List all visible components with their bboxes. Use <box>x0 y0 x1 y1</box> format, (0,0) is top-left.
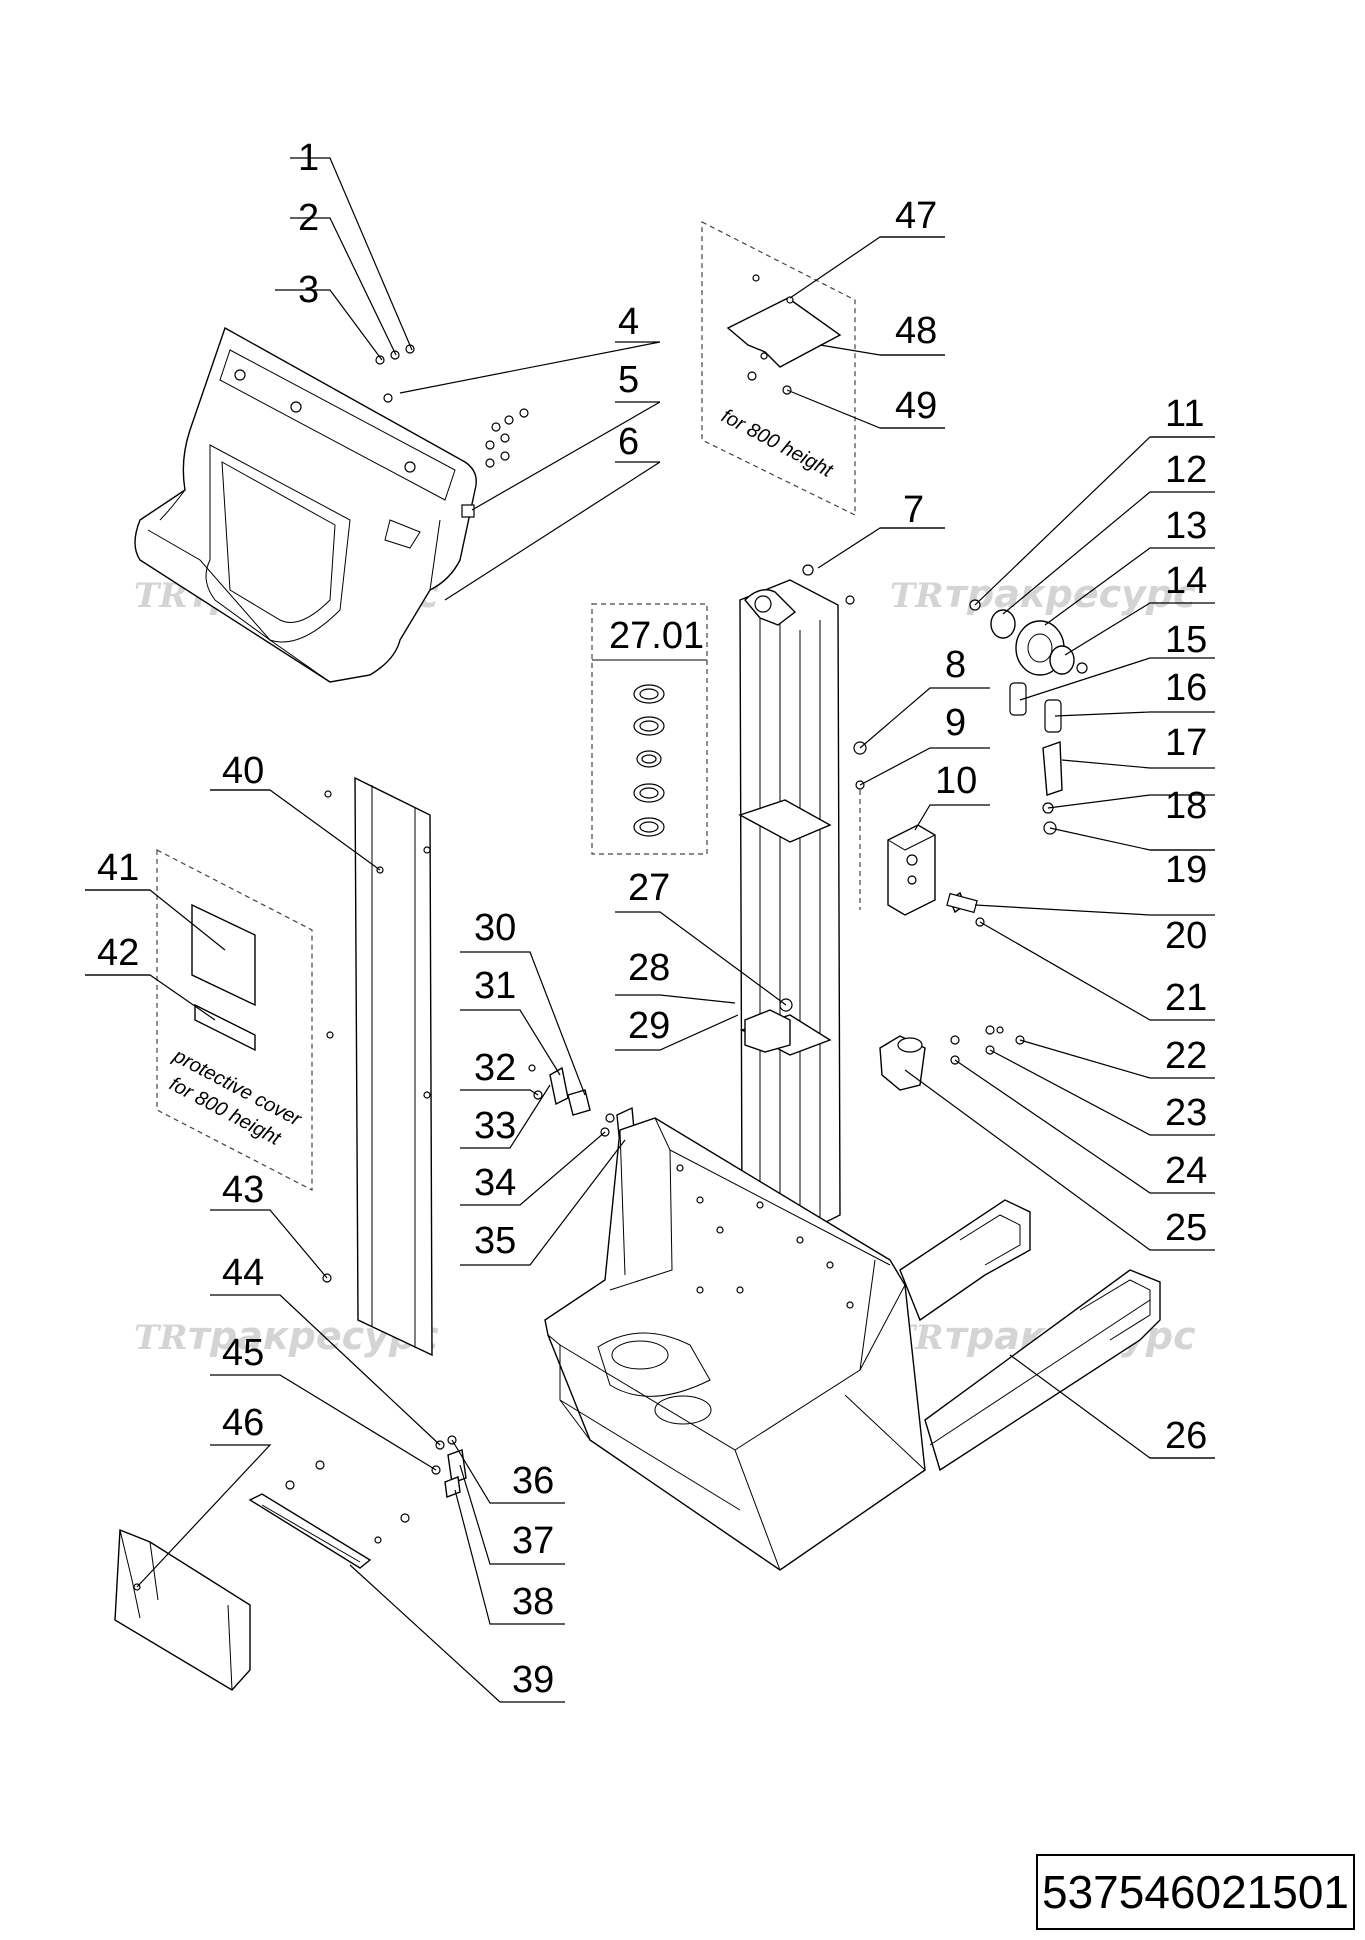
callout-4: 4 <box>618 301 639 343</box>
bolt-7 <box>802 564 814 576</box>
callout-42: 42 <box>97 932 139 974</box>
part-number-box: 537546021501 <box>1036 1854 1355 1930</box>
screw-40a <box>324 790 332 798</box>
callout-19: 19 <box>1165 849 1207 891</box>
callout-15: 15 <box>1165 619 1207 661</box>
svg-text:TR: TR <box>890 576 944 616</box>
callout-49: 49 <box>895 385 937 427</box>
callout-10: 10 <box>935 760 977 802</box>
bolt-7b <box>845 595 855 605</box>
top-cover-part <box>134 326 477 683</box>
leader-lines <box>85 157 1215 1703</box>
foot-cover-46 <box>114 1528 251 1691</box>
callout-3: 3 <box>298 269 319 311</box>
pulley-assembly <box>969 599 1088 835</box>
callout-39: 39 <box>512 1659 554 1701</box>
callout-47: 47 <box>895 195 937 237</box>
callout-32: 32 <box>474 1047 516 1089</box>
callout-41: 41 <box>97 847 139 889</box>
callout-44: 44 <box>222 1252 264 1294</box>
svg-text:тракресурс: тракресурс <box>945 572 1196 616</box>
callout-26: 26 <box>1165 1415 1207 1457</box>
svg-text:TR: TR <box>134 1318 188 1358</box>
callout-31: 31 <box>474 965 516 1007</box>
callout-12: 12 <box>1165 449 1207 491</box>
callout-2: 2 <box>298 197 319 239</box>
callout-14: 14 <box>1165 560 1207 602</box>
callout-35: 35 <box>474 1220 516 1262</box>
kit-label: 27.01 <box>609 615 704 657</box>
callout-24: 24 <box>1165 1150 1207 1192</box>
callout-40: 40 <box>222 750 264 792</box>
top-inset-frame: for 800 height <box>701 221 856 516</box>
callout-34: 34 <box>474 1162 516 1204</box>
callout-11: 11 <box>1165 393 1204 435</box>
left-inset-frame: protective cover for 800 height <box>156 849 313 1191</box>
callout-36: 36 <box>512 1460 554 1502</box>
mast-part <box>738 579 841 1241</box>
mount-25 <box>879 1025 1025 1091</box>
bottom-parts <box>248 1435 467 1569</box>
callout-38: 38 <box>512 1581 554 1623</box>
callout-30: 30 <box>474 907 516 949</box>
callout-1: 1 <box>298 137 319 179</box>
side-cover-40 <box>354 776 433 1357</box>
cover-fasteners <box>375 344 529 518</box>
label-underlines <box>85 236 1215 1459</box>
callout-25: 25 <box>1165 1207 1207 1249</box>
callout-18: 18 <box>1165 785 1207 827</box>
callout-29: 29 <box>628 1005 670 1047</box>
callout-28: 28 <box>628 947 670 989</box>
callout-5: 5 <box>618 359 639 401</box>
callout-7: 7 <box>903 489 924 531</box>
bracket-10 <box>853 741 985 927</box>
callout-labels: 1 2 3 4 5 6 7 8 9 10 11 12 13 14 15 16 1… <box>97 137 1207 1701</box>
callout-45: 45 <box>222 1332 264 1374</box>
callout-33: 33 <box>474 1105 516 1147</box>
callout-13: 13 <box>1165 505 1207 547</box>
seal-kit-box: 27.01 <box>591 603 708 855</box>
callout-21: 21 <box>1165 977 1207 1019</box>
callout-46: 46 <box>222 1402 264 1444</box>
callout-8: 8 <box>945 644 966 686</box>
callout-37: 37 <box>512 1520 554 1562</box>
callout-23: 23 <box>1165 1092 1207 1134</box>
part-number: 537546021501 <box>1042 1866 1349 1918</box>
callout-27: 27 <box>628 867 670 909</box>
callout-17: 17 <box>1165 722 1207 764</box>
callout-9: 9 <box>945 702 966 744</box>
callout-22: 22 <box>1165 1035 1207 1077</box>
callout-48: 48 <box>895 310 937 352</box>
chassis-frame <box>544 1117 926 1571</box>
callout-43: 43 <box>222 1169 264 1211</box>
screw-40b <box>326 1031 334 1039</box>
top-inset-note: for 800 height <box>718 405 838 483</box>
callout-6: 6 <box>618 421 639 463</box>
callout-16: 16 <box>1165 667 1207 709</box>
watermark-top-right: TR тракресурс <box>890 572 1196 616</box>
fork-arms-26 <box>899 1199 1161 1472</box>
callout-20: 20 <box>1165 915 1207 957</box>
